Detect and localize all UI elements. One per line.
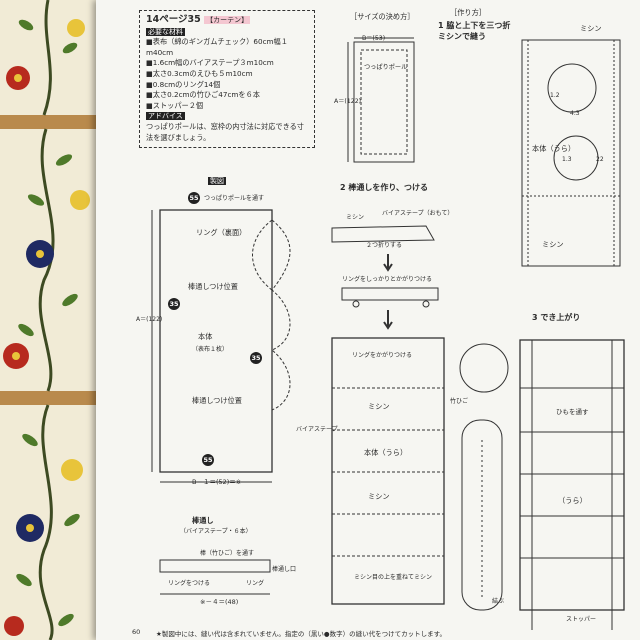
curtain-rods: [331, 337, 445, 605]
sew-label: ミシン: [368, 492, 390, 501]
pole-note: つっぱりポールを通す: [204, 195, 265, 202]
tile-grout: [0, 115, 96, 129]
window-frame: [353, 41, 415, 163]
material-item: ■表布（綿のギンガムチェック）60cm幅１m40cm: [146, 37, 288, 57]
item-title: 【カーテン】: [204, 16, 251, 24]
decorative-tile: [0, 405, 96, 640]
num-label: 1.3: [562, 156, 572, 163]
tile-grout: [0, 391, 96, 405]
finished-curtain: [519, 339, 625, 611]
rod-position: 棒通しつけ位置: [192, 396, 242, 405]
curtain-sewn: [521, 39, 621, 267]
ring-label: リング: [246, 580, 265, 587]
tie-label: 結ぶ: [492, 598, 505, 605]
sew-label: ミシン: [368, 402, 390, 411]
material-item: ■太さ0.3cmのえひも５m10cm: [146, 68, 253, 78]
advice-text: つっぱりポールは、窓枠の内寸法に対応できる寸法を選びましょう。: [146, 121, 304, 142]
ring-attach-label: リングをかがりつける: [352, 352, 413, 359]
sewing-diagrams: [151, 37, 625, 630]
step3-text: 3 でき上がり: [532, 313, 581, 322]
rod-title: 棒通し: [192, 516, 214, 525]
sew-label: ミシン: [580, 24, 602, 33]
footer-note: ★製図中には、縫い代は含まれていません。指定の（黒い●数字）の縫い代をつけてカッ…: [156, 630, 446, 638]
step2-text: 2 棒通しを作り、つける: [340, 183, 429, 192]
rod-position: 棒通しつけ位置: [188, 282, 238, 291]
size-a-label: A＝(122): [334, 98, 362, 105]
material-item: ■1.6cm幅のバイアステープ３m10cm: [146, 58, 274, 68]
size-title: ［サイズの決め方］: [350, 12, 415, 21]
floral-vine-decoration: [3, 0, 90, 640]
seam-note: ミシン目の上を重ねてミシン: [354, 574, 433, 581]
page-footer: 60 ★製図中には、縫い代は含まれていません。指定の（黒い●数字）の縫い代をつけ…: [96, 628, 640, 640]
bamboo-label: 竹ひご: [450, 398, 469, 405]
advice-label: アドバイス: [146, 112, 185, 121]
fold-label: ２つ折りする: [366, 242, 403, 249]
num-label: 22: [596, 156, 604, 163]
num-label: 1.2: [550, 92, 560, 99]
ring-attach-label: リングをつける: [168, 580, 211, 587]
magazine-page: 14ページ35 【カーテン】 必要な材料 ■表布（綿のギンガムチェック）60cm…: [96, 0, 640, 640]
stopper-label: ストッパー: [566, 616, 597, 623]
stick-label: 棒（竹ひご）を通す: [200, 550, 255, 557]
material-item: ■0.8cmのリング14個: [146, 79, 221, 89]
pattern-label: 製図: [208, 177, 226, 185]
rod-mouth-label: 棒通し口: [272, 566, 297, 573]
page-number: 60: [132, 628, 141, 636]
sew-label: ミシン: [346, 214, 365, 221]
rod-sleeve: [159, 559, 271, 573]
page-ref: 14ページ35: [146, 14, 201, 25]
sew-label: ミシン: [542, 240, 564, 249]
a-dimension: A＝(122): [136, 316, 163, 323]
string-detail: [461, 419, 503, 611]
body-ura-label: 本体（うら）: [364, 448, 408, 457]
materials-label: 必要な材料: [146, 27, 185, 36]
seam-allowance-badge: 35: [168, 298, 180, 310]
body-ura-label: 本体（うら）: [532, 144, 576, 153]
material-item: ■太さ0.2cmの竹ひご47cmを６本: [146, 90, 260, 100]
b-dimension: B－１＝(52)＝※: [192, 478, 242, 486]
num-label: 4.3: [570, 110, 580, 117]
seam-allowance-badge: 55: [202, 454, 214, 466]
rod-subtitle: （バイアステープ・６本）: [180, 528, 252, 535]
x4-dimension: ※－４＝(48): [200, 598, 239, 606]
pattern-body: [159, 209, 273, 473]
material-item: ■ストッパー２個: [146, 100, 204, 110]
size-b-label: B＝(53): [362, 35, 386, 42]
body-sub-label: （表布１枚）: [192, 346, 229, 353]
step1-text: 1 脇と上下を三つ折ミシンで縫う: [438, 21, 511, 41]
string-note: ひもを通す: [556, 408, 589, 416]
bias-label: バイアステープ: [296, 426, 338, 433]
size-pole-label: つっぱりポール: [364, 64, 408, 71]
ura-label: （うら）: [558, 496, 587, 505]
seam-allowance-badge: 55: [188, 192, 200, 204]
item-header: 14ページ35 【カーテン】: [146, 14, 308, 26]
ring-note: リング（裏面）: [196, 228, 247, 237]
body-label: 本体: [198, 332, 213, 341]
ring-secure-label: リングをしっかりとかがりつける: [342, 276, 433, 283]
bias-tape-label: バイアステープ（おもて）: [382, 210, 454, 217]
seam-allowance-badge: 35: [250, 352, 262, 364]
steps-title: ［作り方］: [450, 8, 486, 17]
materials-box: 14ページ35 【カーテン】 必要な材料 ■表布（綿のギンガムチェック）60cm…: [139, 10, 315, 148]
